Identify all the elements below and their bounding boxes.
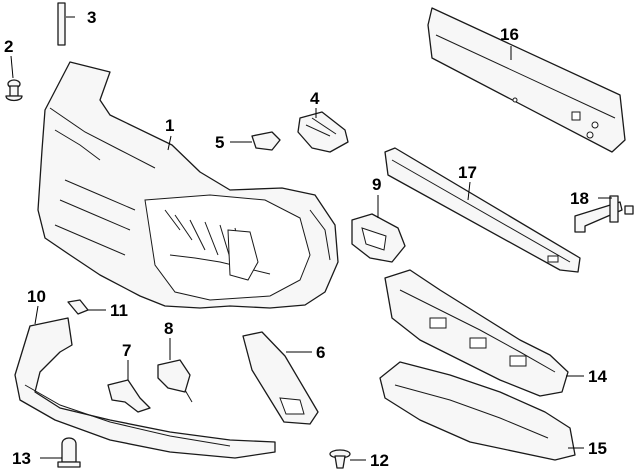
callout-14: 14 xyxy=(588,367,607,386)
part-15-lower-shield[interactable] xyxy=(379,361,576,461)
part-7-bracket[interactable] xyxy=(107,379,151,413)
part-5-bracket[interactable] xyxy=(251,131,281,151)
part-16-reinforcement[interactable] xyxy=(427,7,626,153)
callout-5: 5 xyxy=(215,133,224,152)
part-4-retainer[interactable] xyxy=(297,111,349,153)
callout-10: 10 xyxy=(27,287,46,306)
callout-9: 9 xyxy=(372,175,381,194)
part-1-bumper-cover[interactable] xyxy=(37,61,339,309)
part-13-clip[interactable] xyxy=(57,437,81,468)
callout-4: 4 xyxy=(310,89,320,108)
part-12-push-pin[interactable] xyxy=(329,449,351,469)
part-18-support-bracket[interactable] xyxy=(574,195,634,233)
leader-lines xyxy=(10,16,612,461)
callout-11: 11 xyxy=(110,301,128,320)
callout-1: 1 xyxy=(165,116,174,135)
part-9-side-bracket[interactable] xyxy=(351,213,406,263)
part-11-clip[interactable] xyxy=(67,299,89,315)
part-2-clip[interactable] xyxy=(5,79,23,102)
callout-7: 7 xyxy=(122,341,131,360)
callout-15: 15 xyxy=(588,439,607,458)
callout-17: 17 xyxy=(458,163,477,182)
part-10-lower-spoiler[interactable] xyxy=(14,317,276,459)
part-8-sensor[interactable] xyxy=(157,359,193,403)
callout-12: 12 xyxy=(370,451,389,470)
callout-6: 6 xyxy=(316,343,325,362)
part-14-energy-absorber[interactable] xyxy=(384,269,569,397)
callout-8: 8 xyxy=(164,319,173,338)
callout-2: 2 xyxy=(4,37,13,56)
callout-16: 16 xyxy=(500,25,519,44)
part-3-trim-strip[interactable] xyxy=(57,2,66,46)
part-17-absorber[interactable] xyxy=(384,147,581,273)
callout-13: 13 xyxy=(12,449,31,468)
callout-3: 3 xyxy=(87,8,96,27)
callouts: 3 2 1 5 4 16 17 18 9 14 15 6 10 11 7 8 1… xyxy=(4,8,607,470)
callout-18: 18 xyxy=(570,189,589,208)
part-6-fog-bezel[interactable] xyxy=(242,331,319,425)
